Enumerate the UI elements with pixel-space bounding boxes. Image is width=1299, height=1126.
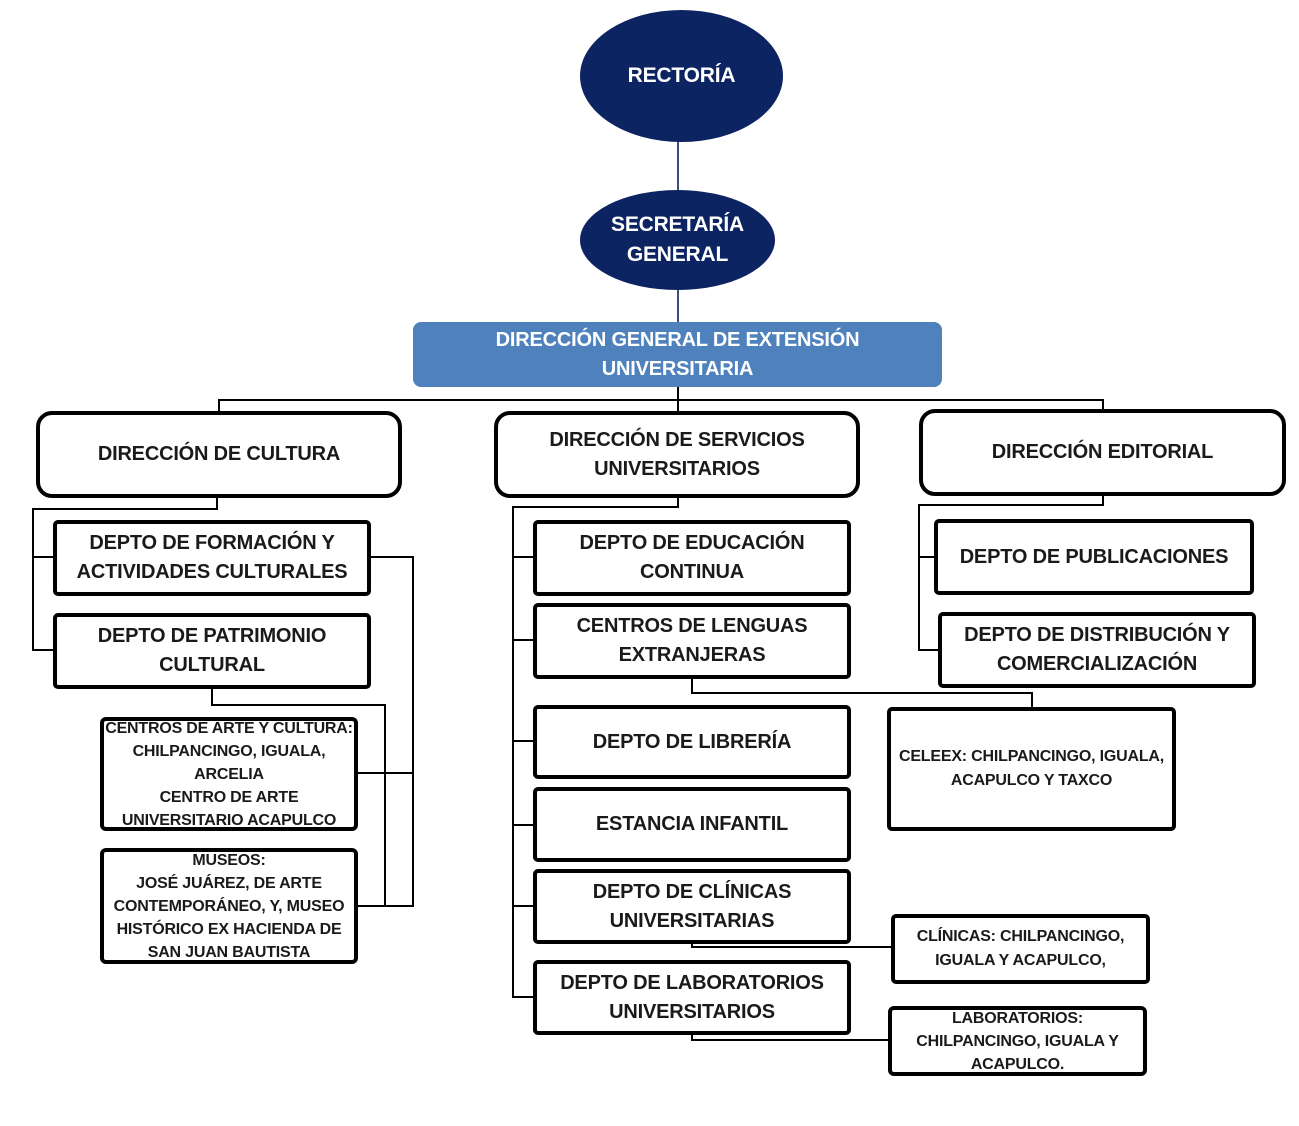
node-clinicas-sedes-label: CLÍNICAS: CHILPANCINGO, IGUALA Y ACAPULC…: [916, 928, 1125, 969]
node-estancia-infantil-label: ESTANCIA INFANTIL: [595, 813, 789, 835]
node-depto-educacion-label: DEPTO DE EDUCACIÓN CONTINUA: [579, 532, 805, 583]
node-secretaria-general: SECRETARÍA GENERAL: [580, 190, 775, 290]
node-direccion-servicios: DIRECCIÓN DE SERVICIOS UNIVERSITARIOS: [494, 411, 860, 498]
connector-cultura-spine: [32, 496, 218, 651]
node-museos: MUSEOS: JOSÉ JUÁREZ, DE ARTE CONTEMPORÁN…: [100, 848, 358, 964]
node-depto-laboratorios-label: DEPTO DE LABORATORIOS UNIVERSITARIOS: [560, 971, 824, 1023]
node-centros-lenguas-label: CENTROS DE LENGUAS EXTRANJERAS: [576, 615, 808, 666]
node-clinicas-sedes: CLÍNICAS: CHILPANCINGO, IGUALA Y ACAPULC…: [891, 914, 1150, 984]
connector-patrimonio-units: [211, 686, 386, 906]
node-estancia-infantil: ESTANCIA INFANTIL: [533, 787, 851, 862]
node-direccion-editorial-label: DIRECCIÓN EDITORIAL: [991, 441, 1214, 463]
node-centros-arte-label: CENTROS DE ARTE Y CULTURA: CHILPANCINGO,…: [105, 719, 353, 829]
node-depto-clinicas-label: DEPTO DE CLÍNICAS UNIVERSITARIAS: [592, 880, 792, 932]
node-museos-label: MUSEOS: JOSÉ JUÁREZ, DE ARTE CONTEMPORÁN…: [113, 851, 345, 961]
node-laboratorios-sedes: LABORATORIOS: CHILPANCINGO, IGUALA Y ACA…: [888, 1006, 1147, 1076]
node-centros-lenguas: CENTROS DE LENGUAS EXTRANJERAS: [533, 603, 851, 679]
node-rectoria: RECTORÍA: [580, 10, 783, 142]
node-depto-patrimonio: DEPTO DE PATRIMONIO CULTURAL: [53, 613, 371, 689]
node-depto-publicaciones: DEPTO DE PUBLICACIONES: [934, 519, 1254, 595]
node-depto-libreria-label: DEPTO DE LIBRERÍA: [592, 730, 792, 753]
node-direccion-editorial: DIRECCIÓN EDITORIAL: [919, 409, 1286, 496]
node-direccion-cultura-label: DIRECCIÓN DE CULTURA: [97, 443, 341, 465]
connector-servicios-spine: [512, 496, 679, 998]
node-depto-patrimonio-label: DEPTO DE PATRIMONIO CULTURAL: [97, 625, 327, 676]
node-depto-publicaciones-label: DEPTO DE PUBLICACIONES: [959, 545, 1229, 568]
node-depto-clinicas: DEPTO DE CLÍNICAS UNIVERSITARIAS: [533, 869, 851, 944]
node-depto-formacion-label: DEPTO DE FORMACIÓN Y ACTIVIDADES CULTURA…: [76, 532, 348, 583]
node-centros-arte-cultura: CENTROS DE ARTE Y CULTURA: CHILPANCINGO,…: [100, 717, 358, 831]
node-celeex-label: CELEEX: CHILPANCINGO, IGUALA, ACAPULCO Y…: [898, 748, 1165, 789]
node-direccion-general-label: DIRECCIÓN GENERAL DE EXTENSIÓN UNIVERSIT…: [495, 328, 860, 380]
node-direccion-cultura: DIRECCIÓN DE CULTURA: [36, 411, 402, 498]
node-depto-formacion: DEPTO DE FORMACIÓN Y ACTIVIDADES CULTURA…: [53, 520, 371, 596]
node-rectoria-label: RECTORÍA: [627, 64, 736, 87]
node-laboratorios-sedes-label: LABORATORIOS: CHILPANCINGO, IGUALA Y ACA…: [916, 1009, 1119, 1073]
node-celeex: CELEEX: CHILPANCINGO, IGUALA, ACAPULCO Y…: [887, 707, 1176, 831]
node-secretaria-label: SECRETARÍA GENERAL: [611, 213, 744, 266]
connector-bus-branches: [218, 399, 1104, 412]
node-depto-educacion-continua: DEPTO DE EDUCACIÓN CONTINUA: [533, 520, 851, 596]
node-direccion-general: DIRECCIÓN GENERAL DE EXTENSIÓN UNIVERSIT…: [413, 322, 942, 387]
node-depto-distribucion-label: DEPTO DE DISTRIBUCIÓN Y COMERCIALIZACIÓN: [964, 624, 1230, 675]
node-depto-laboratorios: DEPTO DE LABORATORIOS UNIVERSITARIOS: [533, 960, 851, 1035]
node-depto-distribucion: DEPTO DE DISTRIBUCIÓN Y COMERCIALIZACIÓN: [938, 612, 1256, 688]
node-depto-libreria: DEPTO DE LIBRERÍA: [533, 705, 851, 779]
connector-lenguas-celeex: [691, 678, 1033, 709]
node-direccion-servicios-label: DIRECCIÓN DE SERVICIOS UNIVERSITARIOS: [549, 428, 805, 480]
connector-editorial-spine: [918, 496, 1104, 651]
